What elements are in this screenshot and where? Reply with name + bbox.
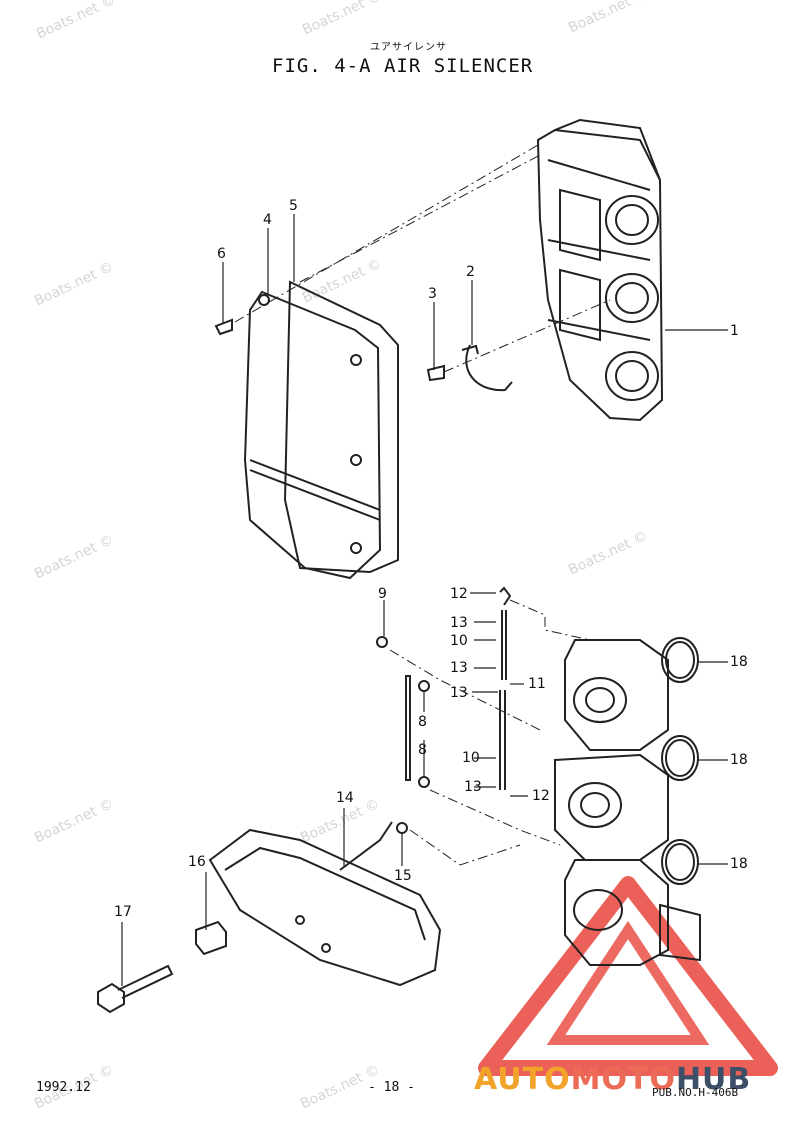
callout-label: 13 [450, 685, 468, 701]
callout-label: 16 [188, 854, 206, 870]
callout-label: 17 [114, 904, 132, 920]
logo-part-moto: MOTO [570, 1062, 676, 1097]
footer-publication-number: PUB.NO.H-406B [652, 1086, 739, 1099]
callout-label: 13 [464, 779, 482, 795]
callout-label: 9 [378, 586, 387, 602]
callout-label: 3 [428, 286, 437, 302]
figure-title: FIG. 4-A AIR SILENCER [272, 55, 534, 77]
pin-part [97, 964, 174, 1014]
callout-label: 1 [730, 323, 739, 339]
callout-label: 12 [532, 788, 550, 804]
callout-label: 18 [730, 654, 748, 670]
clip-and-screws [214, 318, 513, 392]
callout-label: 14 [336, 790, 354, 806]
callout-label: 11 [528, 676, 546, 692]
logo-triangle-icon [478, 876, 778, 1076]
silencer-housing-part [536, 118, 664, 422]
automotohub-logo: AUTOMOTOHUB [474, 1062, 751, 1097]
callout-label: 13 [450, 615, 468, 631]
callout-label: 8 [418, 714, 427, 730]
linkage-rods [339, 586, 512, 871]
callout-label: 13 [450, 660, 468, 676]
callout-label: 10 [450, 633, 468, 649]
carburetor-assembly [554, 639, 701, 966]
callout-label: 18 [730, 752, 748, 768]
callout-label: 12 [450, 586, 468, 602]
callout-label: 2 [466, 264, 475, 280]
callout-label: 4 [263, 212, 272, 228]
callout-label: 18 [730, 856, 748, 872]
callout-label: 6 [217, 246, 226, 262]
o-rings [661, 637, 699, 885]
footer-date: 1992.12 [36, 1080, 91, 1095]
callout-labels: 1 2 3 4 5 6 8 8 9 10 10 11 12 12 13 13 1… [114, 198, 748, 920]
callout-label: 15 [394, 868, 412, 884]
logo-part-auto: AUTO [474, 1062, 571, 1097]
callout-label: 5 [289, 198, 298, 214]
callout-label: 8 [418, 742, 427, 758]
logo-part-hub: HUB [675, 1062, 752, 1097]
figure-title-japanese: ユアサイレンサ [370, 42, 447, 53]
alignment-lines [234, 144, 611, 866]
leader-lines [121, 214, 728, 986]
footer-page-number: - 18 - [368, 1080, 415, 1095]
callout-label: 10 [462, 750, 480, 766]
silencer-cover-part [243, 280, 399, 580]
lower-bracket [195, 828, 442, 987]
